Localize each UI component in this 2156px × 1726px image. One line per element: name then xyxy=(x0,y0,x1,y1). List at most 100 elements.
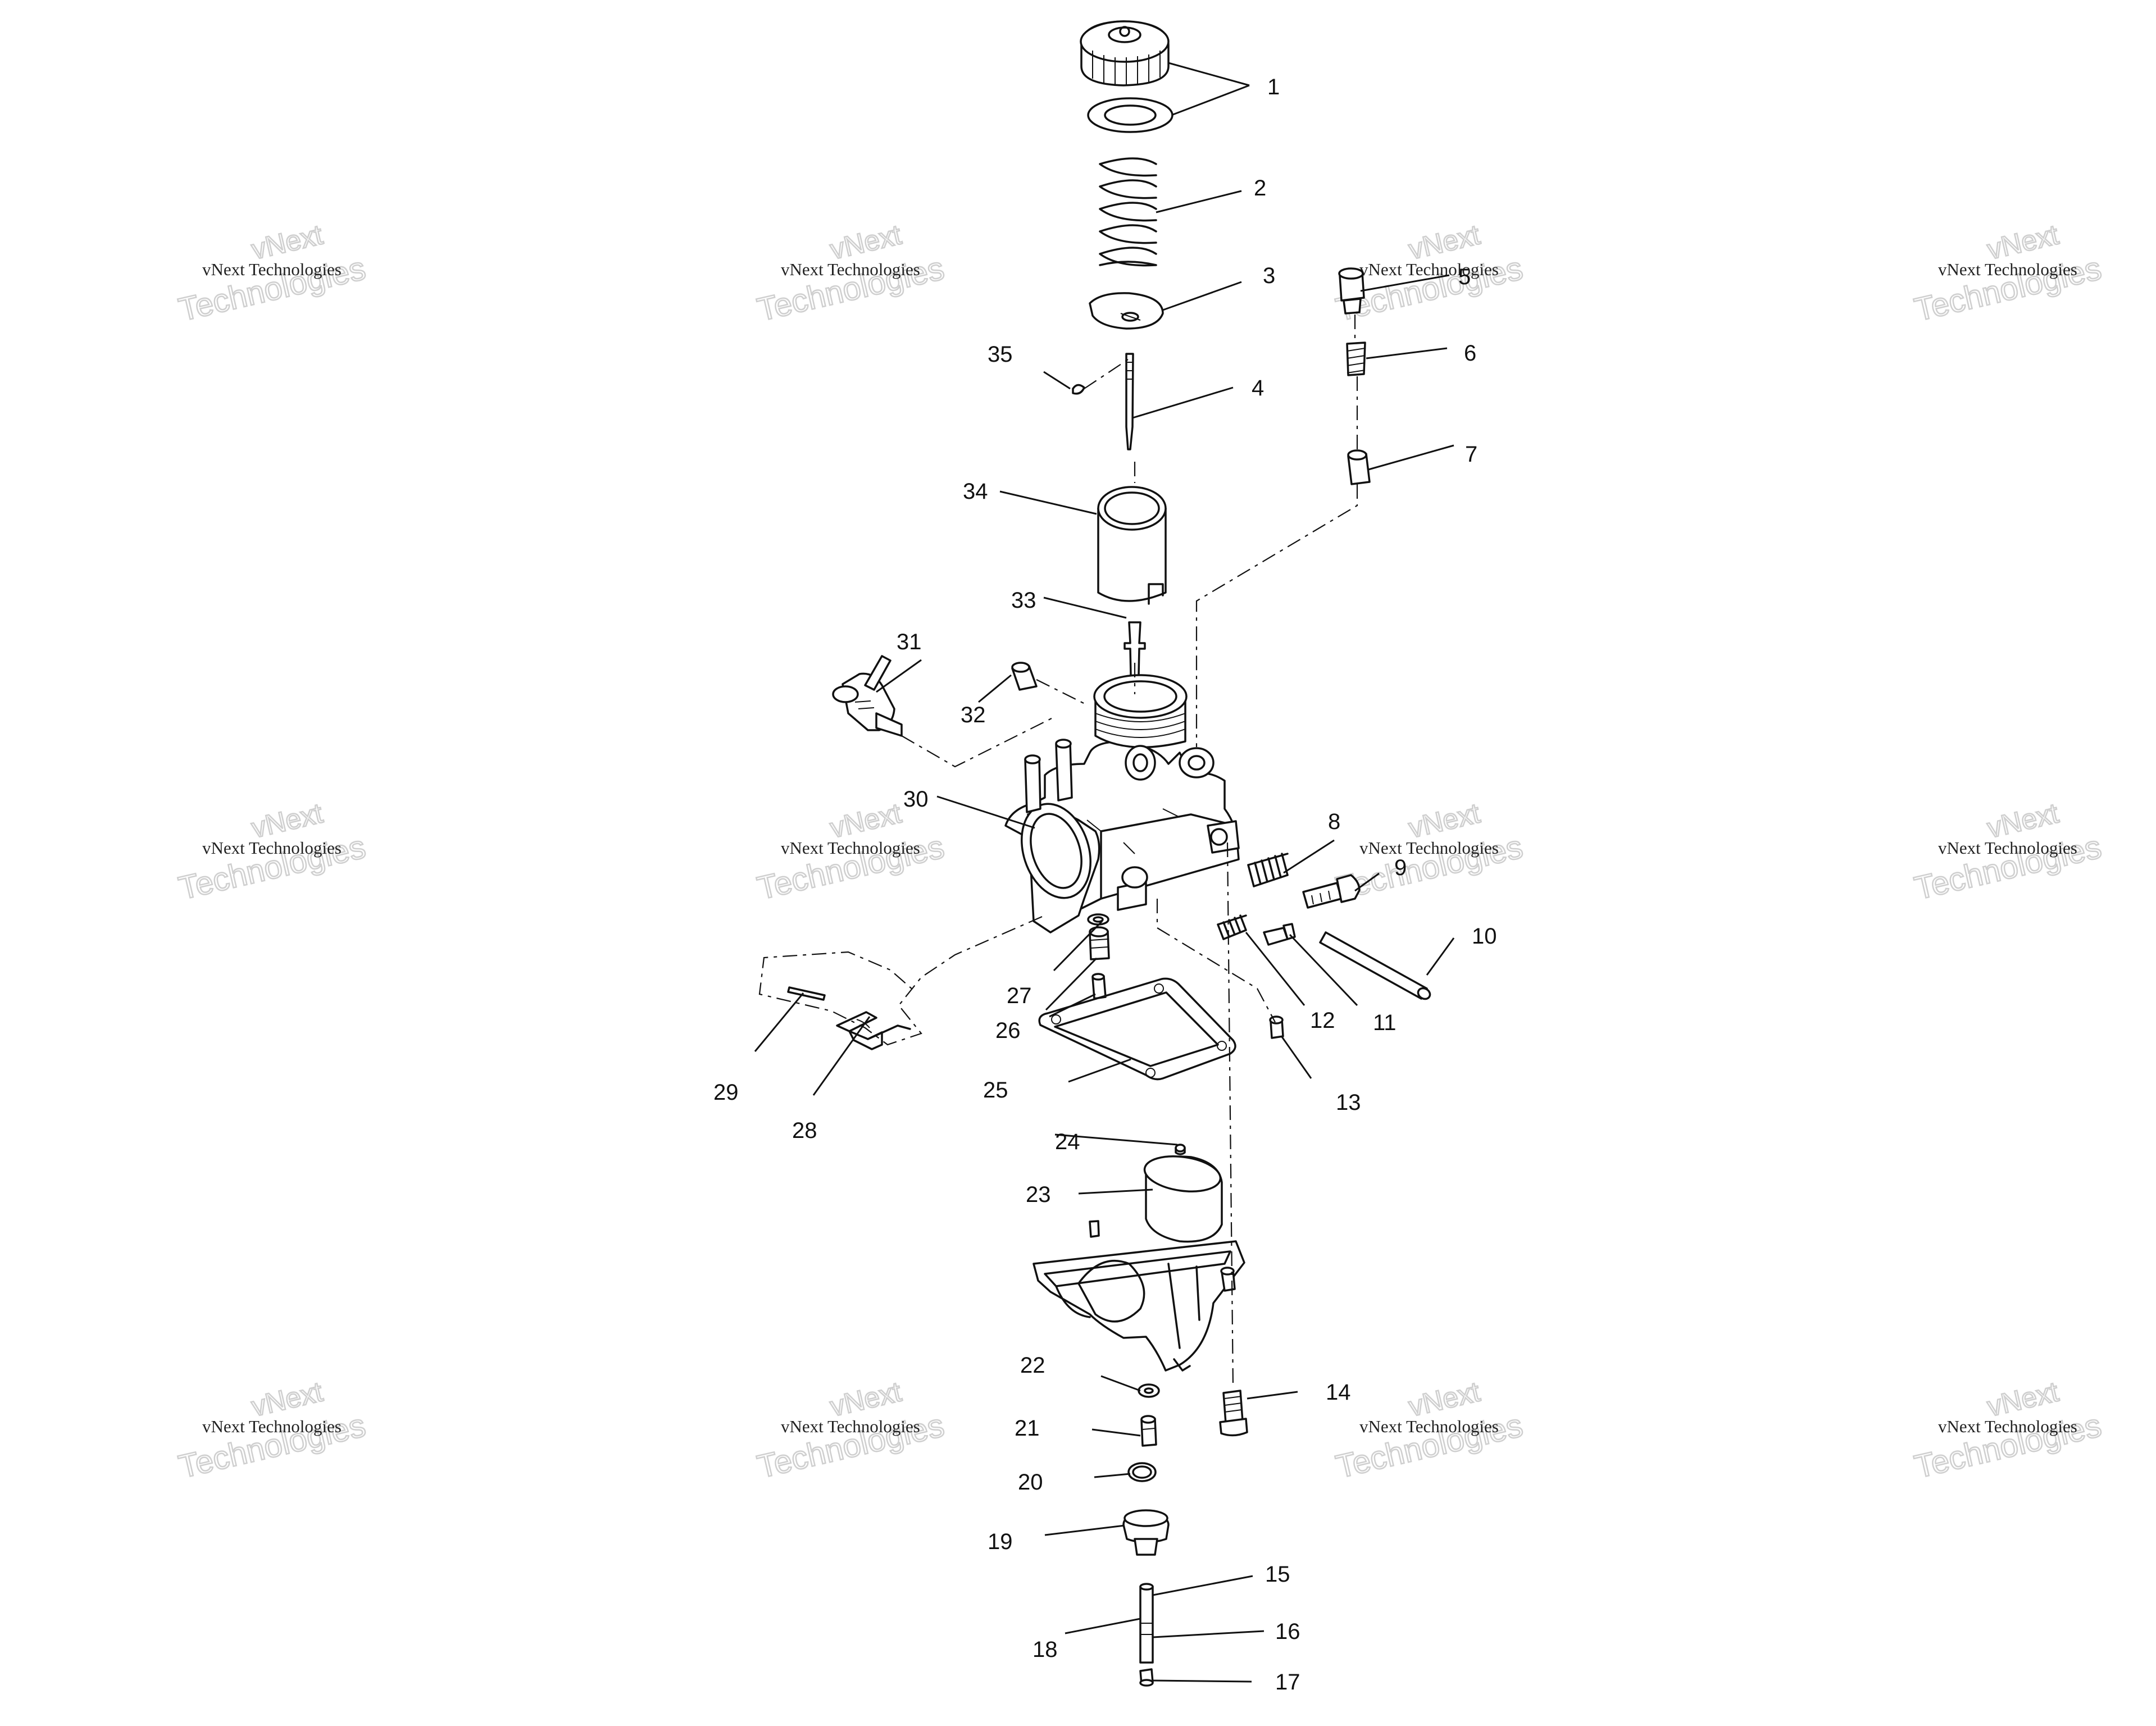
part-22-washer xyxy=(1138,1383,1160,1398)
part-8-spring xyxy=(1247,853,1289,887)
callout-14: 14 xyxy=(1326,1380,1351,1405)
callout-16: 16 xyxy=(1275,1619,1300,1644)
part-29-pin xyxy=(787,986,826,1001)
callout-15: 15 xyxy=(1265,1562,1290,1587)
part-31-cable-adjuster xyxy=(832,655,903,737)
part-7-cap xyxy=(1347,449,1371,485)
part-28-float-arm xyxy=(836,1011,911,1050)
watermark-line1: vNext xyxy=(827,218,904,265)
watermark-line1: vNext xyxy=(248,218,325,265)
callout-25: 25 xyxy=(983,1078,1008,1103)
watermark-line1: vNext xyxy=(248,1376,325,1422)
watermark-line1: vNext xyxy=(1406,1376,1482,1422)
part-21-main-jet xyxy=(1140,1415,1157,1447)
callout-30: 30 xyxy=(903,787,929,812)
callout-23: 23 xyxy=(1026,1182,1051,1207)
callout-35: 35 xyxy=(988,342,1013,367)
part-23-float xyxy=(1143,1155,1223,1243)
callout-34: 34 xyxy=(963,479,988,504)
watermark-line2: vNext Technologies xyxy=(1938,838,2077,858)
parts xyxy=(787,20,1431,1687)
callout-9: 9 xyxy=(1394,855,1407,880)
callout-4: 4 xyxy=(1252,376,1264,400)
part-4-needle xyxy=(1125,353,1134,450)
watermark-line2: vNext Technologies xyxy=(1359,259,1499,279)
watermark-line2: vNext Technologies xyxy=(781,1417,920,1436)
part-14-screw xyxy=(1219,1390,1248,1437)
callout-8: 8 xyxy=(1328,809,1340,834)
watermark-line2: vNext Technologies xyxy=(781,259,920,279)
watermark-line1: vNext xyxy=(1984,218,2061,265)
watermark-line1: vNext xyxy=(248,797,325,844)
part-3-retainer xyxy=(1089,292,1164,330)
part-17-cap xyxy=(1139,1668,1154,1687)
callout-31: 31 xyxy=(897,630,922,654)
part-26-jets xyxy=(1089,926,1110,1000)
part-24-pin xyxy=(1175,1144,1186,1155)
part-19-plug xyxy=(1122,1509,1170,1556)
watermark-line1: vNext xyxy=(1984,797,2061,844)
float-bowl xyxy=(1032,1220,1245,1372)
part-5-fitting xyxy=(1338,267,1365,315)
watermark-line1: vNext xyxy=(1984,1376,2061,1422)
part-6-spring xyxy=(1346,341,1366,376)
callout-29: 29 xyxy=(713,1080,739,1105)
callout-10: 10 xyxy=(1472,924,1497,949)
callout-28: 28 xyxy=(792,1118,817,1143)
callout-33: 33 xyxy=(1011,588,1036,613)
part-35-clip xyxy=(1072,384,1085,395)
callout-22: 22 xyxy=(1020,1353,1045,1378)
callout-labels: 1 2 3 4 5 6 7 8 9 10 11 12 13 14 15 16 1… xyxy=(713,75,1497,1695)
callout-7: 7 xyxy=(1465,442,1477,467)
callout-2: 2 xyxy=(1254,176,1266,201)
callout-17: 17 xyxy=(1275,1670,1300,1695)
watermark-line2: vNext Technologies xyxy=(202,259,342,279)
callout-5: 5 xyxy=(1458,265,1471,289)
assembly-lines xyxy=(758,315,1358,1388)
part-25-gasket xyxy=(1038,977,1236,1081)
callout-1: 1 xyxy=(1267,75,1280,99)
callout-21: 21 xyxy=(1015,1416,1040,1441)
callout-32: 32 xyxy=(961,703,986,727)
watermark-line2: vNext Technologies xyxy=(1359,1417,1499,1436)
watermark-line2: vNext Technologies xyxy=(202,838,342,858)
watermark-line2: vNext Technologies xyxy=(1938,1417,2077,1436)
part-34-slide xyxy=(1097,486,1167,605)
part-1-cap xyxy=(1080,20,1173,133)
callout-19: 19 xyxy=(988,1529,1013,1554)
callout-24: 24 xyxy=(1055,1130,1080,1154)
watermark-line2: vNext Technologies xyxy=(1938,259,2077,279)
watermark-line1: vNext xyxy=(827,797,904,844)
part-15-tube xyxy=(1139,1583,1154,1664)
watermark-line2: vNext Technologies xyxy=(781,838,920,858)
watermark-line1: vNext xyxy=(1406,797,1482,844)
part-11-pilot-screw xyxy=(1263,923,1296,946)
leader-lines xyxy=(754,62,1455,1683)
part-20-oring xyxy=(1127,1462,1157,1482)
callout-20: 20 xyxy=(1018,1470,1043,1495)
part-12-spring xyxy=(1217,914,1247,940)
watermark-line1: vNext xyxy=(1406,218,1482,265)
part-32-cap xyxy=(1011,662,1038,691)
part-2-spring xyxy=(1099,157,1157,267)
callout-3: 3 xyxy=(1263,263,1275,288)
watermark-line1: vNext xyxy=(827,1376,904,1422)
callout-27: 27 xyxy=(1007,983,1032,1008)
part-30-carb-body xyxy=(1004,674,1240,933)
part-13-jet xyxy=(1269,1015,1284,1039)
callout-11: 11 xyxy=(1373,1010,1397,1035)
watermark-line2: vNext Technologies xyxy=(1359,838,1499,858)
callout-26: 26 xyxy=(995,1018,1021,1043)
watermark-line2: vNext Technologies xyxy=(202,1417,342,1436)
callout-12: 12 xyxy=(1310,1008,1335,1033)
